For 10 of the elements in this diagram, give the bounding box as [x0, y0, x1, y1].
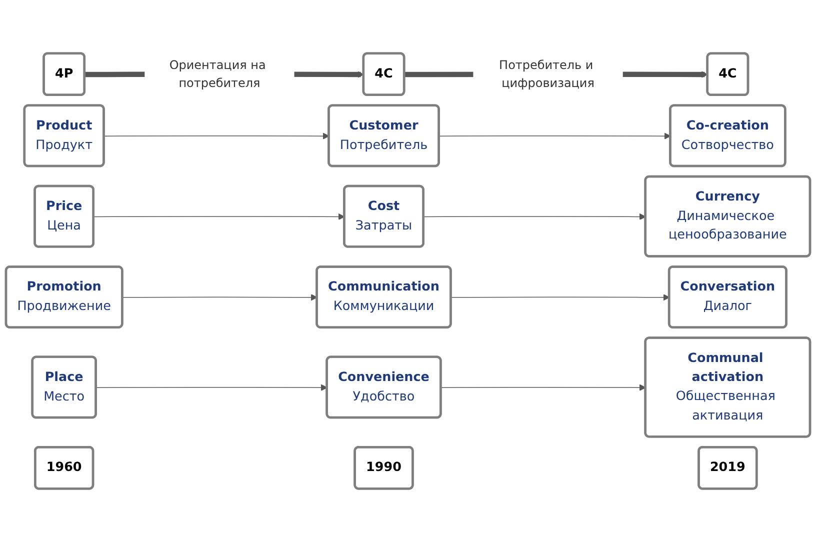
arrow: [122, 294, 318, 301]
arrow: [450, 294, 670, 301]
arrow: [93, 213, 345, 220]
arrow: [104, 132, 330, 140]
arrow: [440, 384, 646, 391]
edge-label: Потребитель и цифровизация: [499, 58, 594, 90]
arrow: [96, 384, 328, 391]
arrow: [423, 213, 646, 220]
arrow: [438, 132, 671, 140]
edge-label: Ориентация на потребителя: [169, 58, 266, 90]
